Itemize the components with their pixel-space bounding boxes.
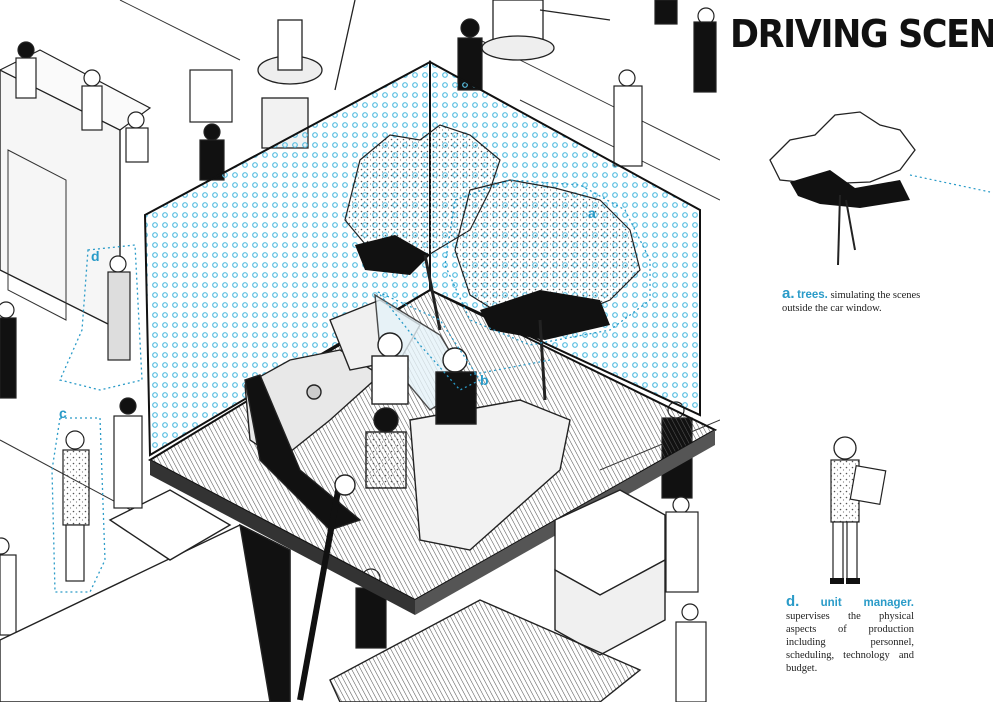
caption-a-letter: a. — [782, 285, 795, 302]
label-a: a — [588, 205, 596, 221]
caption-a: a. trees. simulating the scenes outside … — [782, 287, 932, 315]
tree-legend-illustration — [760, 100, 993, 280]
label-c: c — [59, 405, 67, 421]
caption-d: d. unit manager. supervises the physical… — [786, 595, 914, 675]
isometric-set-illustration: a b c d — [0, 0, 720, 702]
caption-a-term: trees. — [797, 289, 828, 301]
caption-d-text: supervises the physical aspects of produ… — [786, 611, 914, 674]
label-b: b — [480, 372, 489, 388]
unit-manager-legend-illustration — [815, 430, 895, 590]
label-d: d — [91, 248, 100, 264]
caption-d-letter: d. — [786, 593, 799, 610]
caption-d-term: unit manager. — [821, 597, 914, 609]
page-title: DRIVING SCEN — [730, 12, 993, 56]
legend-panel: DRIVING SCEN a. trees. simulating the sc… — [720, 0, 993, 702]
